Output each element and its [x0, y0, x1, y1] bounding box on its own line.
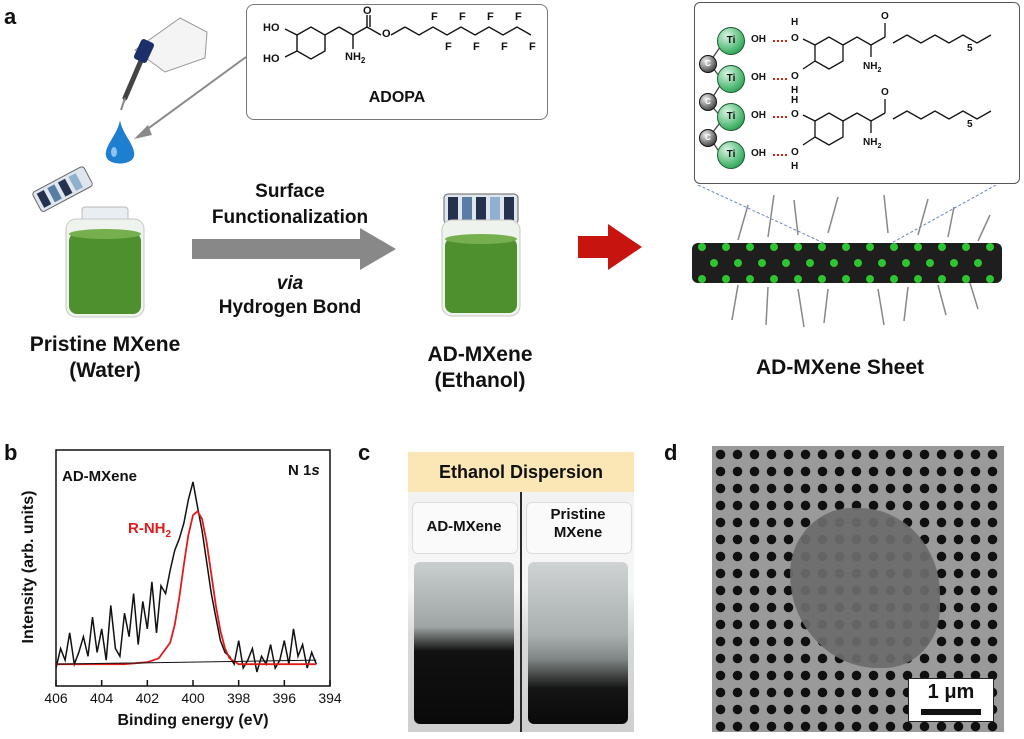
x-axis-label: Binding energy (eV) — [117, 712, 269, 729]
adopa-ho-top: HO — [263, 22, 280, 34]
red-process-arrow — [578, 224, 642, 270]
chart-sample-label: AD-MXene — [62, 468, 138, 485]
pipette-hand-illustration — [120, 17, 208, 111]
ad-mxene-vial-icon — [441, 193, 521, 317]
arrow-label-line3: via — [276, 273, 304, 294]
panel-letter-b: b — [4, 440, 18, 465]
raw-spectrum-line — [55, 481, 317, 673]
adopa-ester-o: O — [382, 28, 391, 40]
ad-mxene-sheet-illustration — [692, 185, 1002, 328]
ti-atom: Ti — [717, 103, 745, 131]
adopa-structure-box: HO HO NH2 O O F F F F F F F F ADOPA — [246, 4, 548, 120]
o-label: O — [791, 33, 799, 44]
adopa-f: F — [501, 41, 508, 53]
hbond-inset-box: Ti Ti Ti Ti C C C OH OH OH OH H O O H H … — [694, 2, 1020, 184]
vial-cap — [412, 502, 518, 554]
arrow-label-line4: Hydrogen Bond — [218, 297, 362, 318]
ti-atom: Ti — [717, 65, 745, 93]
vial-cap — [526, 502, 632, 554]
black-dispersion — [414, 562, 514, 724]
scale-bar-box: 1 μm — [908, 678, 994, 722]
adopa-f: F — [473, 41, 480, 53]
x-tick-label: 394 — [318, 690, 342, 706]
xps-n1s-chart — [55, 449, 331, 687]
peak-label: R-NH2 — [128, 520, 172, 540]
o-label: O — [881, 87, 889, 98]
baseline-line — [55, 659, 317, 665]
adopa-f: F — [459, 11, 466, 23]
chart-core-label: N 1s — [288, 462, 320, 479]
arrow-label-line1: Surface — [255, 181, 325, 202]
x-tick-label: 402 — [135, 690, 159, 706]
functionalization-arrow — [192, 228, 396, 270]
x-tick-label: 398 — [226, 690, 251, 706]
y-axis-label: Intensity (arb. units) — [20, 490, 37, 644]
adopa-f: F — [445, 41, 452, 53]
pristine-vial-label-line2: MXene — [553, 524, 603, 541]
adopa-f: F — [529, 41, 536, 53]
pristine-caption-line2: (Water) — [69, 359, 141, 382]
water-drop-icon — [105, 120, 135, 164]
oh-label: OH — [751, 34, 766, 45]
ti-atom: Ti — [717, 27, 745, 55]
adopa-carbonyl-o: O — [363, 5, 372, 17]
oh-label: OH — [751, 148, 766, 159]
o-label: O — [791, 109, 799, 120]
settled-dispersion — [528, 562, 628, 724]
c-atom: C — [699, 55, 717, 73]
adopa-to-drop-arrow — [134, 56, 247, 139]
photo-banner: Ethanol Dispersion — [408, 452, 634, 492]
nh2-label: NH2 — [863, 61, 882, 74]
h-label: H — [791, 85, 799, 96]
h-label: H — [791, 95, 799, 106]
pristine-vial-label-line1: Pristine — [550, 506, 606, 523]
oh-label: OH — [751, 110, 766, 121]
ad-mxene-vial-label: AD-MXene — [426, 518, 502, 535]
x-tick-label: 396 — [272, 690, 296, 706]
ad-mxene-vial-photo: AD-MXene — [408, 492, 520, 732]
x-tick-label: 400 — [181, 690, 205, 706]
scale-bar — [921, 709, 981, 715]
adopa-f: F — [431, 11, 438, 23]
adopa-f: F — [487, 11, 494, 23]
ethanol-dispersion-photo: Ethanol Dispersion AD-MXene Pristine MXe… — [408, 452, 634, 732]
c-atom: C — [699, 129, 717, 147]
pristine-vial-icon — [65, 206, 145, 318]
adopa-ho-bottom: HO — [263, 53, 280, 65]
x-axis-ticks — [55, 680, 331, 686]
h-label: H — [791, 161, 799, 172]
panel-letter-a: a — [4, 4, 17, 29]
sheet-caption: AD-MXene Sheet — [755, 356, 925, 379]
sem-image: 1 μm — [712, 446, 1004, 732]
o-label: O — [791, 71, 799, 82]
panel-letter-d: d — [664, 440, 678, 465]
fitted-peak-line — [56, 509, 317, 666]
pristine-mxene-vial-photo: Pristine MXene — [522, 492, 634, 732]
adopa-nh2: NH2 — [345, 51, 366, 66]
ti-atom: Ti — [717, 141, 745, 169]
c-atom: C — [699, 93, 717, 111]
panel-letter-c: c — [358, 440, 371, 465]
arrow-label-line2: Functionalization — [211, 207, 369, 228]
o-label: O — [791, 147, 799, 158]
h-label: H — [791, 17, 799, 28]
vial-cap-tilted-icon — [32, 166, 93, 212]
ad-caption-line1: AD-MXene — [427, 343, 533, 366]
oh-label: OH — [751, 72, 766, 83]
ad-caption-line2: (Ethanol) — [434, 369, 526, 392]
ad-mxene-flake — [790, 508, 940, 668]
nh2-label: NH2 — [863, 137, 882, 150]
o-label: O — [881, 11, 889, 22]
adopa-skeletal-structure — [284, 15, 532, 60]
x-tick-label: 404 — [89, 690, 114, 706]
repeat-count-label: 5 — [967, 43, 973, 54]
adopa-name: ADOPA — [368, 89, 426, 106]
x-tick-label: 406 — [44, 690, 68, 706]
repeat-count-label: 5 — [967, 119, 973, 130]
scale-bar-label: 1 μm — [927, 681, 975, 703]
adopa-f: F — [515, 11, 522, 23]
pristine-caption-line1: Pristine MXene — [29, 333, 181, 356]
